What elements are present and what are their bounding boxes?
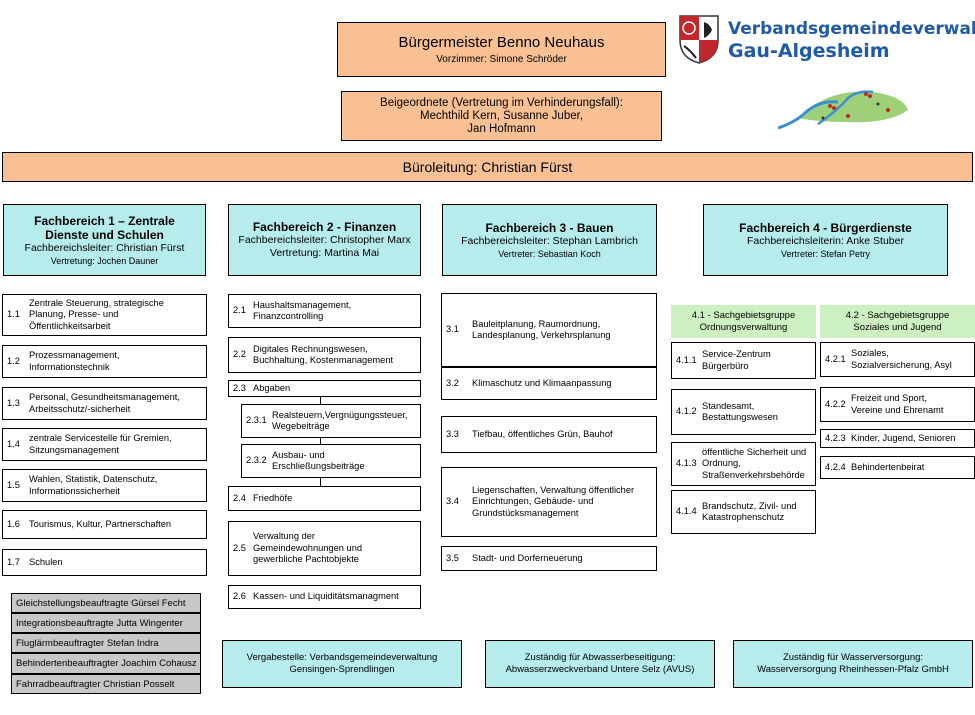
bottom-box-procurement: Vergabestelle: Verbandsgemeindeverwaltun… [222,640,462,688]
department-2-deputy: Vertretung: Martina Mai [269,247,380,259]
mayor-title: Bürgermeister Benno Neuhaus [398,34,605,51]
department-2-head: Fachbereichsleiter: Christopher Marx [238,234,411,246]
list-item-2-6: 2.6 Kassen- und Liquiditätsmanagment [228,585,421,609]
mayor-assistant: Vorzimmer: Simone Schröder [436,54,567,65]
coat-of-arms-icon [678,14,720,64]
deputies-box: Beigeordnete (Vertretung im Verhinderung… [341,91,662,141]
office-lead-label: Büroleitung: Christian Fürst [402,159,573,175]
department-3-title: Fachbereich 3 - Bauen [485,220,614,235]
department-3-header: Fachbereich 3 - Bauen Fachbereichsleiter… [442,204,657,276]
bottom-box-water-supply: Zuständig für Wasserversorgung: Wasserve… [733,640,973,688]
list-item-4-2-1: 4.2.1 Soziales, Sozialversicherung, Asyl [820,342,975,377]
department-4-head: Fachbereichsleiterin: Anke Stuber [746,234,904,247]
list-item-2-3-2: 2.3.2 Ausbau- und Erschließungsbeiträge [241,444,421,478]
logo-line-1: Verbandsgemeindeverwaltung [728,19,975,39]
department-1-deputy: Vertretung: Jochen Dauner [50,255,159,266]
department-1-title-2: Dienste und Schulen [45,227,164,242]
office-lead-bar: Büroleitung: Christian Fürst [2,152,973,182]
list-item-1-4: 1.4 zentrale Servicestelle für Gremien, … [2,428,207,461]
list-item-3-5: 3.5 Stadt- und Dorferneuerung [441,546,657,571]
department-1-head: Fachbereichsleiter: Christian Fürst [24,241,185,254]
department-4-header: Fachbereich 4 - Bürgerdienste Fachbereic… [703,204,948,276]
logo-line-2: Gau-Algesheim [728,40,890,62]
department-4-deputy: Vertreter: Stefan Petry [780,248,871,259]
connector-line [320,438,321,444]
department-4-title: Fachbereich 4 - Bürgerdienste [739,220,912,235]
list-item-4-1-2: 4.1.2 Standesamt, Bestattungswesen [671,389,816,435]
deputies-names-2: Jan Hofmann [467,122,536,135]
mayor-box: Bürgermeister Benno Neuhaus Vorzimmer: S… [337,22,666,77]
connector-line [320,478,321,486]
department-1-header: Fachbereich 1 – Zentrale Dienste und Sch… [3,204,206,276]
officer-3: Fluglärmbeauftragter Stefan Indra [11,633,201,653]
department-2-title: Fachbereich 2 - Finanzen [252,220,397,234]
deputies-heading: Beigeordnete (Vertretung im Verhinderung… [380,96,623,109]
list-item-4-2-3: 4.2.3 Kinder, Jugend, Senioren [820,429,975,448]
officer-1: Gleichstellungsbeauftragte Gürsel Fecht [11,593,201,613]
officer-4: Behindertenbeauftragter Joachim Cohausz [11,653,201,674]
list-item-3-3: 3.3 Tiefbau, öffentliches Grün, Bauhof [441,416,657,453]
list-item-2-1: 2.1 Haushaltsmanagement, Finanzcontrolli… [228,294,421,328]
list-item-2-3-1: 2.3.1 Realsteuern,Vergnügungssteuer, Weg… [241,404,421,438]
list-item-1-2: 1.2 Prozessmanagement, Informationstechn… [2,345,207,378]
list-item-1-5: 1.5 Wahlen, Statistik, Datenschutz, Info… [2,469,207,502]
list-item-4-1-3: 4.1.3 öffentliche Sicherheit und Ordnung… [671,442,816,486]
list-item-3-4: 3.4 Liegenschaften, Verwaltung öffentlic… [441,467,657,537]
list-item-3-1: 3.1 Bauleitplanung, Raumordnung, Landesp… [441,293,657,367]
bottom-box-wastewater: Zuständig für Abwasserbeseitigung: Abwas… [485,640,715,688]
list-item-1-6: 1.6 Tourismus, Kultur, Partnerschaften [2,510,207,539]
list-item-2-4: 2.4 Friedhöfe [228,486,421,511]
connector-line [320,397,321,404]
list-item-4-2-4: 4.2.4 Behindertenbeirat [820,456,975,479]
list-item-3-2: 3.2 Klimaschutz und Klimaanpassung [441,367,657,400]
list-item-1-1: 1.1 Zentrale Steuerung, strategische Pla… [2,294,207,336]
list-item-2-3: 2.3 Abgaben [228,380,421,397]
department-1-title-1: Fachbereich 1 – Zentrale [34,213,175,228]
deputies-names-1: Mechthild Kern, Susanne Juber, [419,109,584,122]
department-3-head: Fachbereichsleiter: Stephan Lambrich [461,234,638,247]
list-item-2-5: 2.5 Verwaltung der Gemeindewohnungen und… [228,521,421,576]
list-item-1-3: 1.3 Personal, Gesundheitsmanagement, Arb… [2,387,207,420]
department-2-header: Fachbereich 2 - Finanzen Fachbereichslei… [228,204,421,276]
list-item-4-1-4: 4.1.4 Brandschutz, Zivil- und Katastroph… [671,490,816,534]
group-4-2-header: 4.2 - Sachgebietsgruppe Soziales und Jug… [820,305,975,338]
list-item-4-2-2: 4.2.2 Freizeit und Sport, Vereine und Eh… [820,387,975,422]
department-3-deputy: Vertreter: Sebastian Koch [498,248,601,259]
group-4-1-header: 4.1 - Sachgebietsgruppe Ordnungsverwaltu… [671,305,816,338]
list-item-1-7: 1.7 Schulen [2,549,207,576]
list-item-4-1-1: 4.1.1 Service-Zentrum Bürgerbüro [671,342,816,379]
list-item-2-2: 2.2 Digitales Rechnungswesen, Buchhaltun… [228,337,421,373]
officer-5: Fahrradbeauftragter Christian Posselt [11,674,201,694]
officer-2: Integrationsbeauftragte Jutta Wingenter [11,613,201,633]
landscape-logo-icon [777,80,913,130]
